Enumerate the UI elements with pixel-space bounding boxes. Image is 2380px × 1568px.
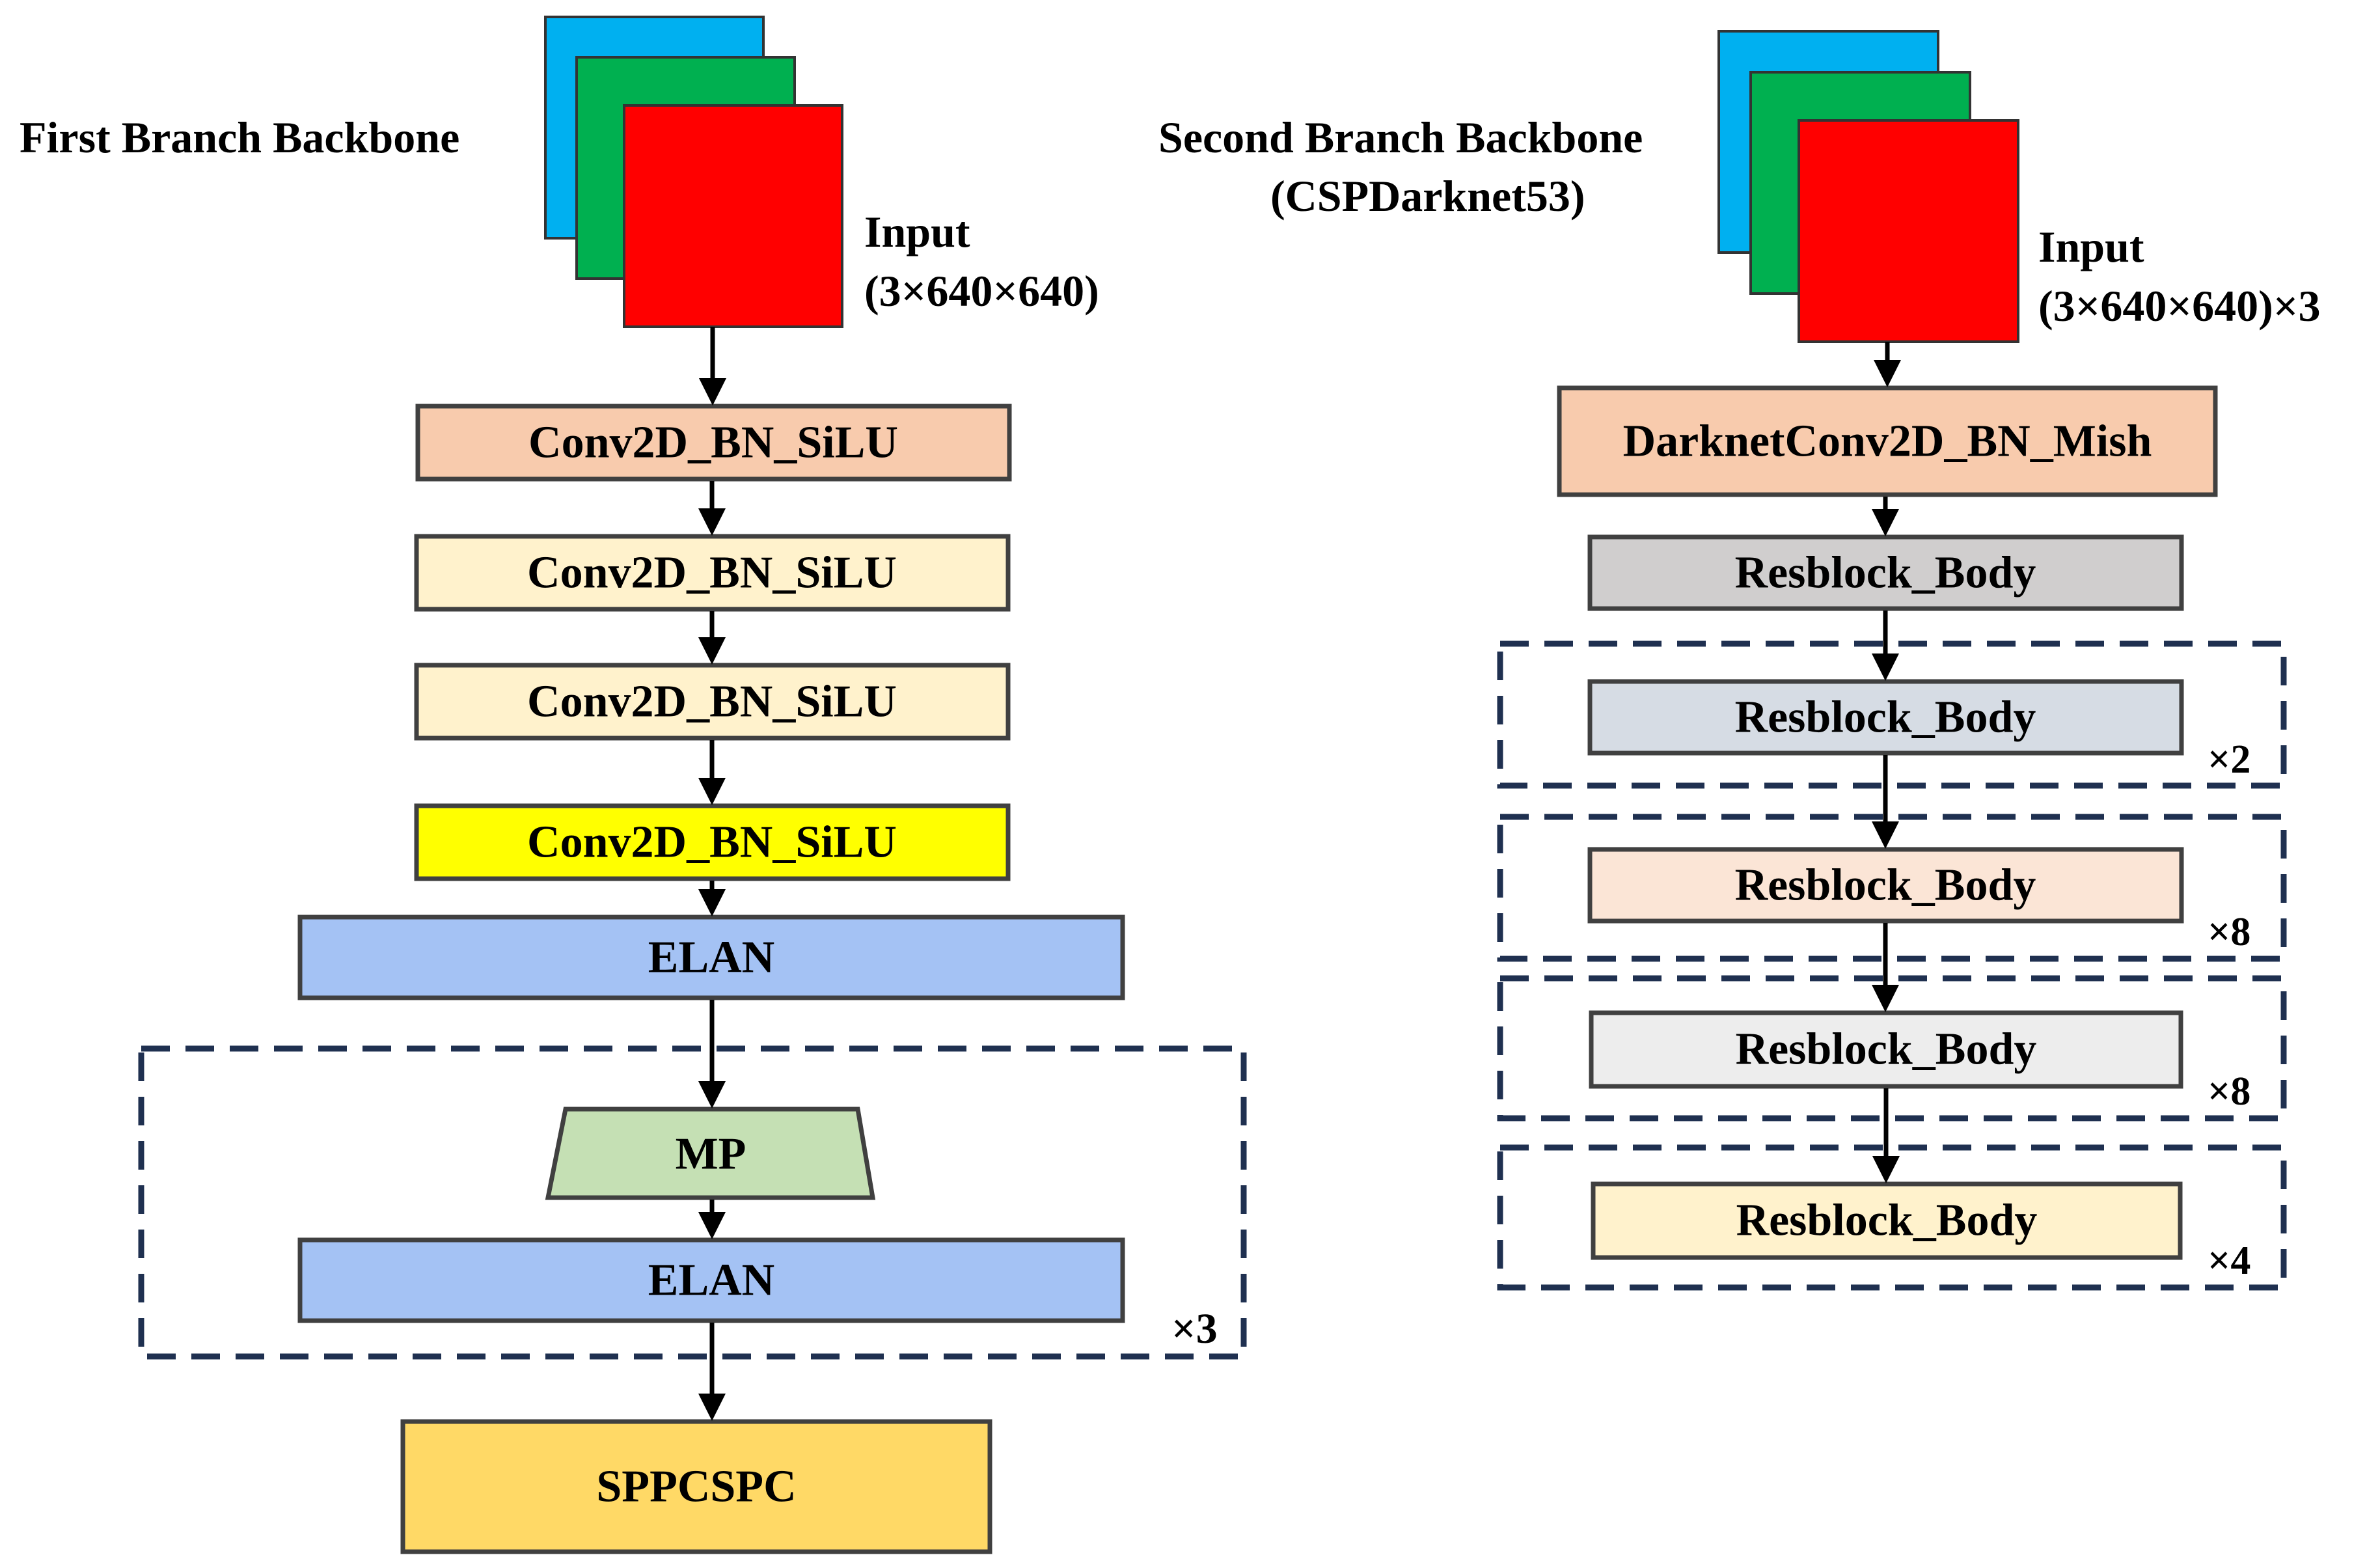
right-input-stack-icon bbox=[1717, 30, 2019, 343]
first-branch-title: First Branch Backbone bbox=[20, 113, 459, 162]
right-resblock-group-4-label: Resblock_Body bbox=[1736, 1196, 2038, 1246]
sppcspc-block-label: SPPCSPC bbox=[596, 1462, 796, 1512]
right-stem-layer-label: DarknetConv2D_BN_Mish bbox=[1623, 417, 2152, 467]
right-repeat-group-4-multiplier: ×4 bbox=[2208, 1239, 2250, 1283]
right-repeat-group-2-border bbox=[1497, 814, 2287, 962]
right-resblock-group-2-label: Resblock_Body bbox=[1735, 860, 2036, 911]
left-elan-repeat-layer bbox=[297, 1237, 1125, 1323]
right-resblock-group-3-label: Resblock_Body bbox=[1736, 1025, 2037, 1075]
right-repeat-group-2-multiplier: ×8 bbox=[2208, 910, 2250, 954]
second-branch: Second Branch Backbone (CSPDarknet53) In… bbox=[1158, 30, 2321, 1291]
left-conv-layer-2 bbox=[414, 534, 1011, 612]
left-input-stack-icon bbox=[544, 16, 843, 328]
left-conv-layer-1 bbox=[415, 404, 1012, 482]
mp-block-label: MP bbox=[676, 1129, 746, 1179]
second-branch-subtitle: (CSPDarknet53) bbox=[1270, 171, 1585, 221]
left-repeat-multiplier: ×3 bbox=[1171, 1305, 1218, 1353]
left-input-label: Input bbox=[864, 207, 970, 256]
right-input-shape: (3×640×640)×3 bbox=[2038, 281, 2321, 331]
left-repeat-group-border bbox=[138, 1045, 1247, 1360]
left-conv-layer-4 bbox=[414, 803, 1011, 881]
sppcspc-block bbox=[400, 1419, 992, 1554]
left-input-channel-red bbox=[623, 104, 843, 328]
left-conv-layer-3 bbox=[414, 663, 1011, 741]
second-branch-title: Second Branch Backbone bbox=[1158, 113, 1643, 162]
right-resblock-group-3 bbox=[1589, 1010, 2183, 1089]
left-elan-layer-label: ELAN bbox=[648, 933, 774, 983]
left-conv-layer-2-label: Conv2D_BN_SiLU bbox=[527, 548, 897, 598]
right-resblock-1-label: Resblock_Body bbox=[1735, 548, 2036, 598]
right-resblock-group-1 bbox=[1587, 679, 2184, 756]
left-conv-layer-4-label: Conv2D_BN_SiLU bbox=[527, 818, 897, 868]
right-repeat-group-1-multiplier: ×2 bbox=[2208, 737, 2250, 782]
right-resblock-1 bbox=[1587, 534, 2184, 611]
right-repeat-group-1-border bbox=[1497, 640, 2287, 789]
left-conv-layer-3-label: Conv2D_BN_SiLU bbox=[527, 677, 897, 727]
left-conv-layer-1-label: Conv2D_BN_SiLU bbox=[528, 418, 898, 468]
right-input-channel-red bbox=[1798, 119, 2019, 343]
mp-block bbox=[545, 1107, 876, 1200]
right-repeat-group-3-multiplier: ×8 bbox=[2208, 1069, 2250, 1114]
right-repeat-group-3-border bbox=[1497, 975, 2287, 1121]
right-resblock-group-2 bbox=[1587, 847, 2184, 924]
left-elan-layer bbox=[297, 915, 1125, 1000]
left-elan-repeat-layer-label: ELAN bbox=[648, 1256, 774, 1306]
left-input-shape: (3×640×640) bbox=[864, 266, 1099, 316]
right-resblock-group-4 bbox=[1591, 1181, 2183, 1260]
right-resblock-group-1-label: Resblock_Body bbox=[1735, 693, 2036, 743]
right-repeat-group-4-border bbox=[1497, 1144, 2287, 1291]
right-stem-layer bbox=[1557, 385, 2218, 497]
right-input-label: Input bbox=[2038, 222, 2144, 271]
first-branch: First Branch Backbone Input (3×640×640) … bbox=[20, 16, 1247, 1554]
